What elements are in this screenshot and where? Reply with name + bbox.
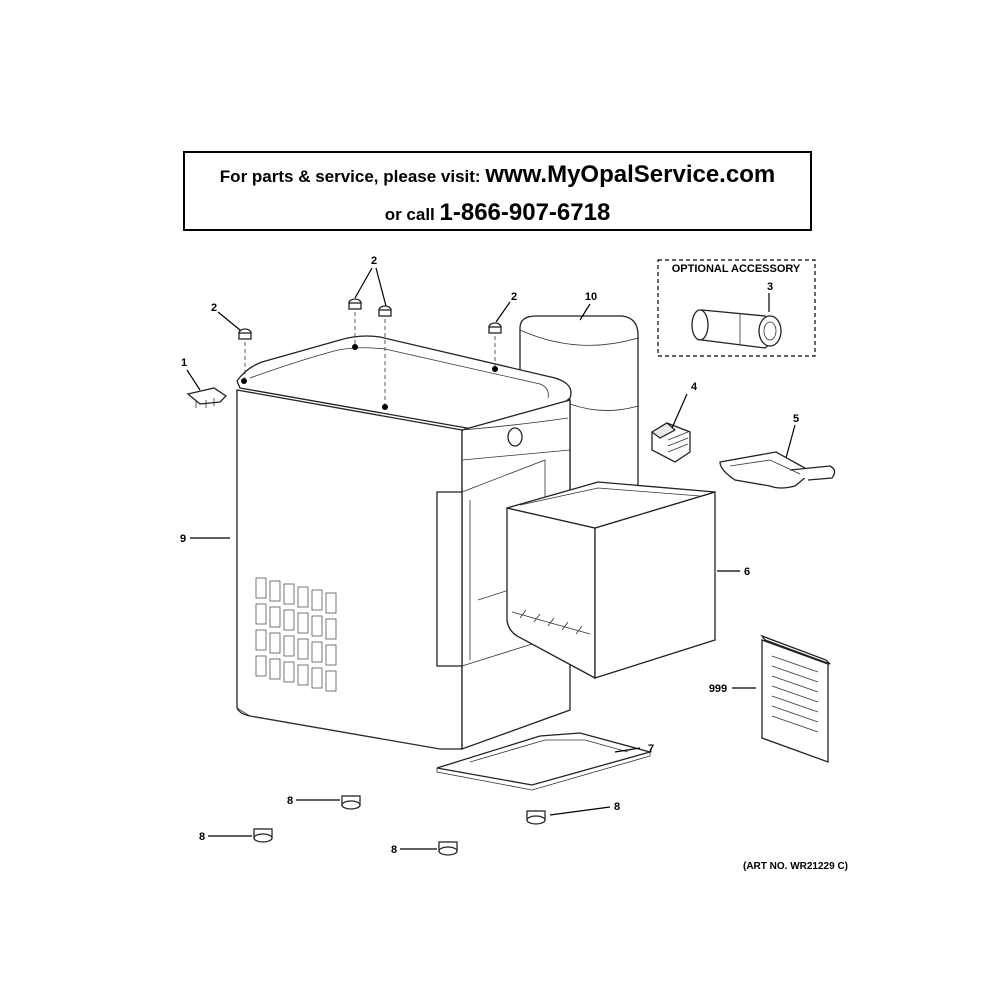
callout-8-b: 8 [199, 831, 205, 843]
hinge-clip [186, 387, 228, 408]
visit-prefix: For parts & service, please visit: [219, 167, 486, 186]
ice-scoop [719, 451, 836, 489]
drip-tray [436, 732, 653, 791]
leader-lines [186, 267, 796, 850]
callout-2-left: 2 [211, 302, 217, 314]
service-phone: 1-866-907-6718 [439, 199, 611, 226]
callout-2-right: 2 [511, 291, 517, 303]
service-info-box: For parts & service, please visit: www.M… [183, 151, 812, 231]
callout-2-center: 2 [371, 255, 377, 267]
callout-4: 4 [691, 381, 698, 393]
optional-accessory-title: OPTIONAL ACCESSORY [672, 263, 801, 275]
callout-1: 1 [181, 357, 187, 369]
water-filter-accessory [691, 309, 782, 349]
owner-manual [760, 634, 831, 763]
call-prefix: or call [384, 205, 440, 224]
callout-999: 999 [709, 683, 727, 695]
vent-grille [255, 577, 337, 692]
rubber-caps [238, 298, 502, 404]
service-url[interactable]: www.MyOpalService.com [485, 161, 776, 188]
callout-3: 3 [767, 281, 773, 293]
optional-accessory-box: OPTIONAL ACCESSORY 3 [657, 259, 816, 357]
callout-10: 10 [585, 291, 597, 303]
callout-8-c: 8 [391, 844, 397, 856]
callout-8-a: 8 [287, 795, 293, 807]
leveling-feet [253, 795, 546, 856]
ice-bin [506, 481, 716, 680]
callout-5: 5 [793, 413, 799, 425]
shelf-part-4 [650, 422, 691, 463]
callout-6: 6 [744, 566, 750, 578]
art-number: (ART NO. WR21229 C) [743, 861, 848, 872]
callout-8-d: 8 [614, 801, 620, 813]
callout-9: 9 [180, 533, 186, 545]
service-line-1: For parts & service, please visit: www.M… [185, 161, 810, 189]
service-line-2: or call 1-866-907-6718 [185, 199, 810, 227]
callout-7: 7 [648, 743, 654, 755]
